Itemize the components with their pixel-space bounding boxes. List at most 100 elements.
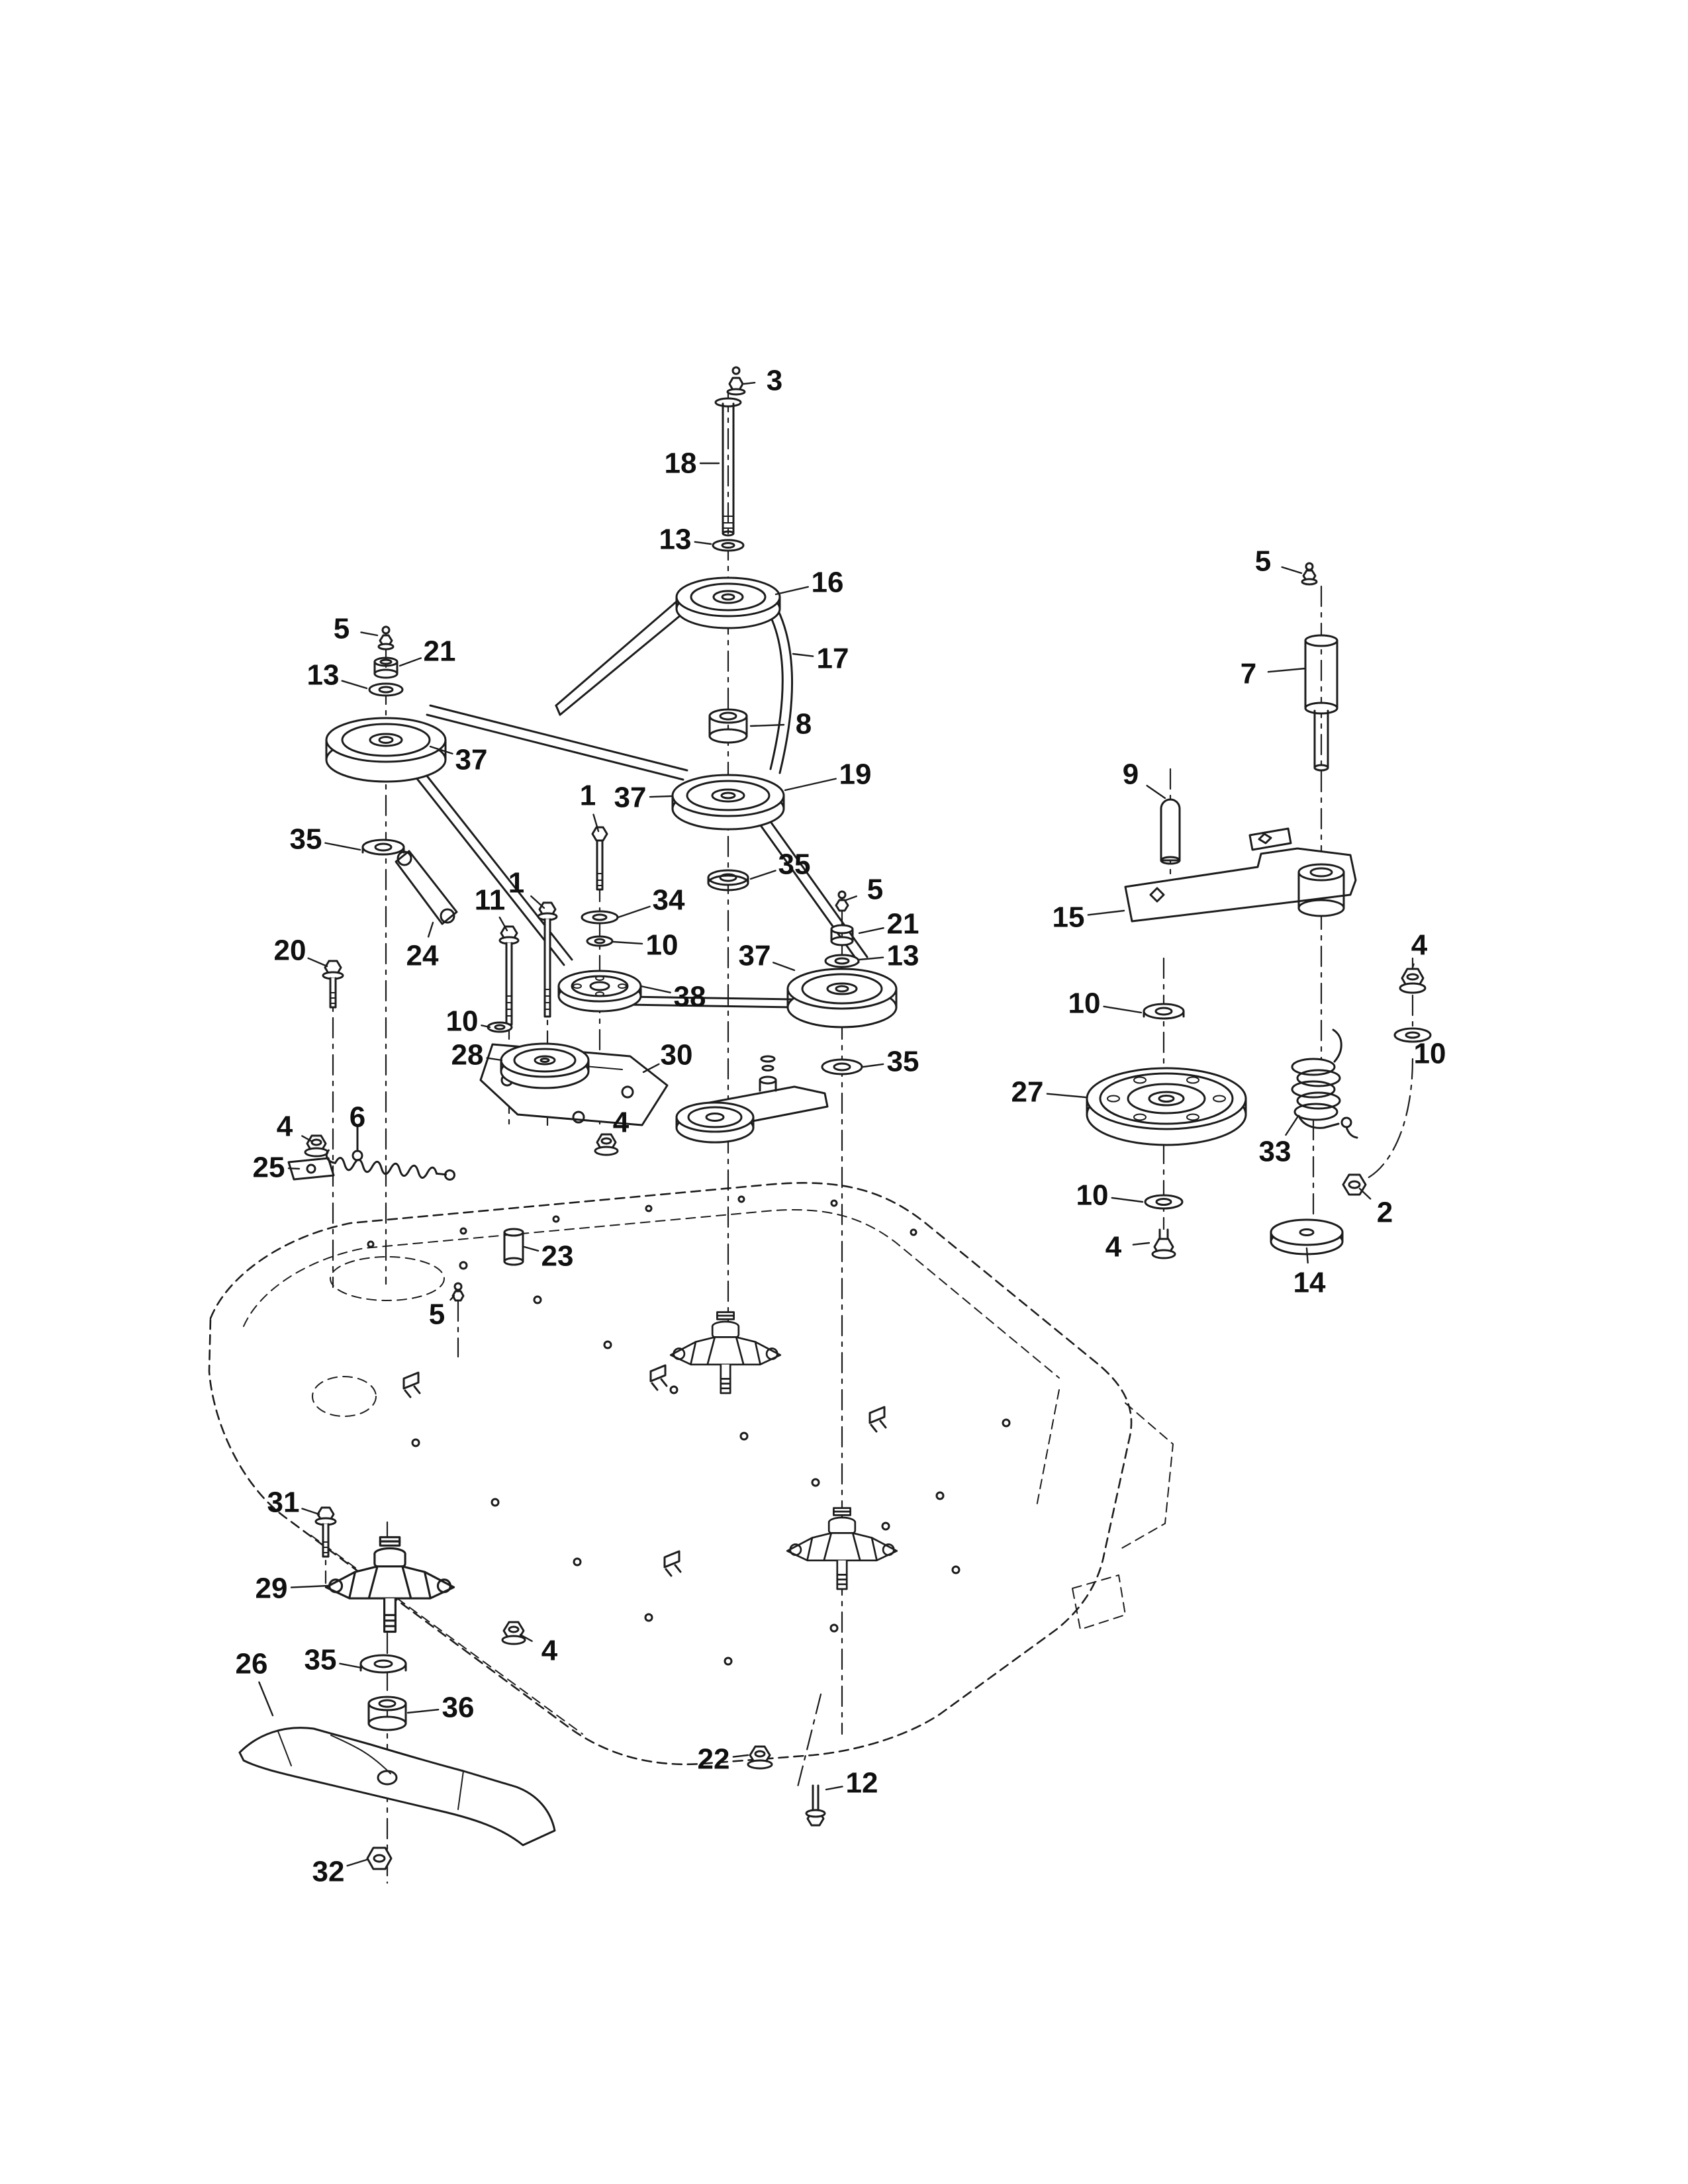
- callout-leader-25-32: [287, 1167, 301, 1170]
- belt-keeper-clips: [402, 1364, 887, 1577]
- callout-label-29-37: 29: [256, 1572, 288, 1605]
- washer-10-lower: [1144, 1194, 1184, 1210]
- shaft-7: [1304, 634, 1338, 772]
- callout-label-9-47: 9: [1123, 758, 1139, 791]
- callout-label-33-53: 33: [1259, 1136, 1291, 1168]
- top-center-stack: [671, 366, 785, 891]
- right-pulley-stack: [786, 890, 898, 1075]
- deck-holes: [367, 1195, 1011, 1666]
- callout-leader-10-50: [1103, 1005, 1143, 1014]
- bolt-5-lower: [451, 1282, 465, 1302]
- callout-leader-1-18: [592, 813, 600, 833]
- idler-arm-24: [395, 850, 458, 925]
- callout-label-10-50: 10: [1068, 987, 1101, 1020]
- bolt-5-right: [835, 890, 849, 912]
- blade-26: [238, 1727, 556, 1846]
- bolt-12: [805, 1784, 826, 1827]
- callout-leader-35-13: [324, 842, 361, 851]
- callout-label-36-40: 36: [442, 1692, 475, 1724]
- callout-label-7-46: 7: [1241, 658, 1256, 690]
- bracket-25: [287, 1157, 335, 1181]
- callout-leader-24-14: [427, 921, 434, 938]
- deck-corner-plate: [1072, 1574, 1126, 1630]
- spring-group: [287, 1124, 619, 1302]
- callout-label-17-4: 17: [817, 643, 849, 675]
- callout-leader-3-0: [743, 382, 756, 385]
- deck-right-flap: [1118, 1402, 1174, 1551]
- right-assembly: [1086, 562, 1432, 1259]
- callout-label-25-32: 25: [253, 1152, 285, 1184]
- callout-label-37-7: 37: [614, 782, 647, 814]
- callout-label-10-22: 10: [446, 1005, 479, 1038]
- callout-leader-27-52: [1046, 1093, 1087, 1099]
- callout-label-32-41: 32: [312, 1856, 345, 1888]
- callout-leader-10-22: [481, 1024, 491, 1028]
- mower-deck: [208, 1182, 1174, 1766]
- callout-label-35-25: 35: [887, 1046, 919, 1078]
- callout-label-12-44: 12: [846, 1767, 878, 1799]
- callout-label-4-42: 4: [541, 1635, 558, 1667]
- flange-nut-4-center: [594, 1133, 619, 1156]
- callout-label-5-26: 5: [867, 874, 883, 906]
- spring-33: [1291, 1028, 1358, 1139]
- callout-leader-32-41: [346, 1858, 368, 1867]
- washer-13-right: [824, 954, 860, 968]
- callout-label-5-45: 5: [1255, 545, 1271, 578]
- callout-layer: 3181316178193735521133735242011113410381…: [236, 365, 1446, 1888]
- pulley-19: [671, 774, 785, 831]
- callout-leader-15-48: [1087, 909, 1125, 916]
- callout-leader-4-42: [519, 1633, 533, 1642]
- callout-leader-35-38: [339, 1662, 363, 1669]
- callout-label-13-28: 13: [887, 940, 919, 972]
- callout-label-37-29: 37: [739, 940, 771, 972]
- pulley-16: [675, 576, 781, 629]
- callout-leader-31-36: [301, 1508, 320, 1516]
- mid-hardware: [322, 826, 619, 1033]
- callout-label-23-34: 23: [541, 1240, 574, 1273]
- washer-10-b: [487, 1021, 513, 1033]
- bolt-20: [322, 960, 344, 1009]
- callout-leader-5-26: [845, 895, 858, 901]
- spindle-assembly-29: [324, 1536, 455, 1633]
- bolt-5-far-right: [1301, 562, 1318, 586]
- bolt-11: [498, 925, 520, 1026]
- pulley-37-right: [786, 968, 898, 1028]
- deck-spindle-hole: [330, 1256, 445, 1301]
- callout-leader-23-34: [523, 1246, 539, 1252]
- shaft-18: [714, 397, 742, 537]
- washer-35-blade: [359, 1654, 407, 1674]
- deck-outline: [208, 1182, 1133, 1766]
- callout-label-10-20: 10: [646, 929, 679, 962]
- callout-leader-33-53: [1285, 1116, 1299, 1136]
- callout-label-27-52: 27: [1011, 1076, 1044, 1109]
- spacer-23: [503, 1228, 524, 1266]
- callout-leader-37-12: [429, 745, 453, 754]
- centerlines: [324, 390, 1414, 1884]
- callout-leader-10-20: [612, 940, 643, 945]
- washer-10-left-upper: [1143, 1003, 1185, 1020]
- callout-label-31-36: 31: [267, 1486, 300, 1519]
- callout-leader-28-23: [486, 1057, 503, 1062]
- callout-leader-22-43: [732, 1754, 749, 1758]
- idler-plate-group: [479, 970, 669, 1126]
- callout-leader-7-46: [1267, 667, 1307, 673]
- callout-label-18-1: 18: [665, 447, 697, 480]
- spacer-8: [708, 708, 748, 744]
- callout-leader-16-3: [774, 586, 809, 596]
- callout-label-30-24: 30: [661, 1039, 693, 1071]
- flange-nut-4-right: [1399, 968, 1427, 994]
- callout-label-4-56: 4: [1105, 1231, 1122, 1263]
- callout-label-38-21: 38: [674, 981, 706, 1013]
- callout-leader-21-10: [399, 657, 422, 667]
- callout-label-21-10: 21: [424, 635, 456, 668]
- left-pulley-stack: [325, 625, 458, 925]
- callout-label-14-57: 14: [1293, 1267, 1326, 1299]
- callout-label-6-31: 6: [350, 1101, 365, 1134]
- callout-leader-21-27: [858, 927, 884, 934]
- callout-leader-2-54: [1358, 1187, 1372, 1200]
- callout-leader-20-15: [307, 957, 328, 968]
- callout-label-20-15: 20: [274, 934, 306, 967]
- callout-leader-4-56: [1132, 1242, 1150, 1246]
- callout-label-2-54: 2: [1377, 1197, 1393, 1229]
